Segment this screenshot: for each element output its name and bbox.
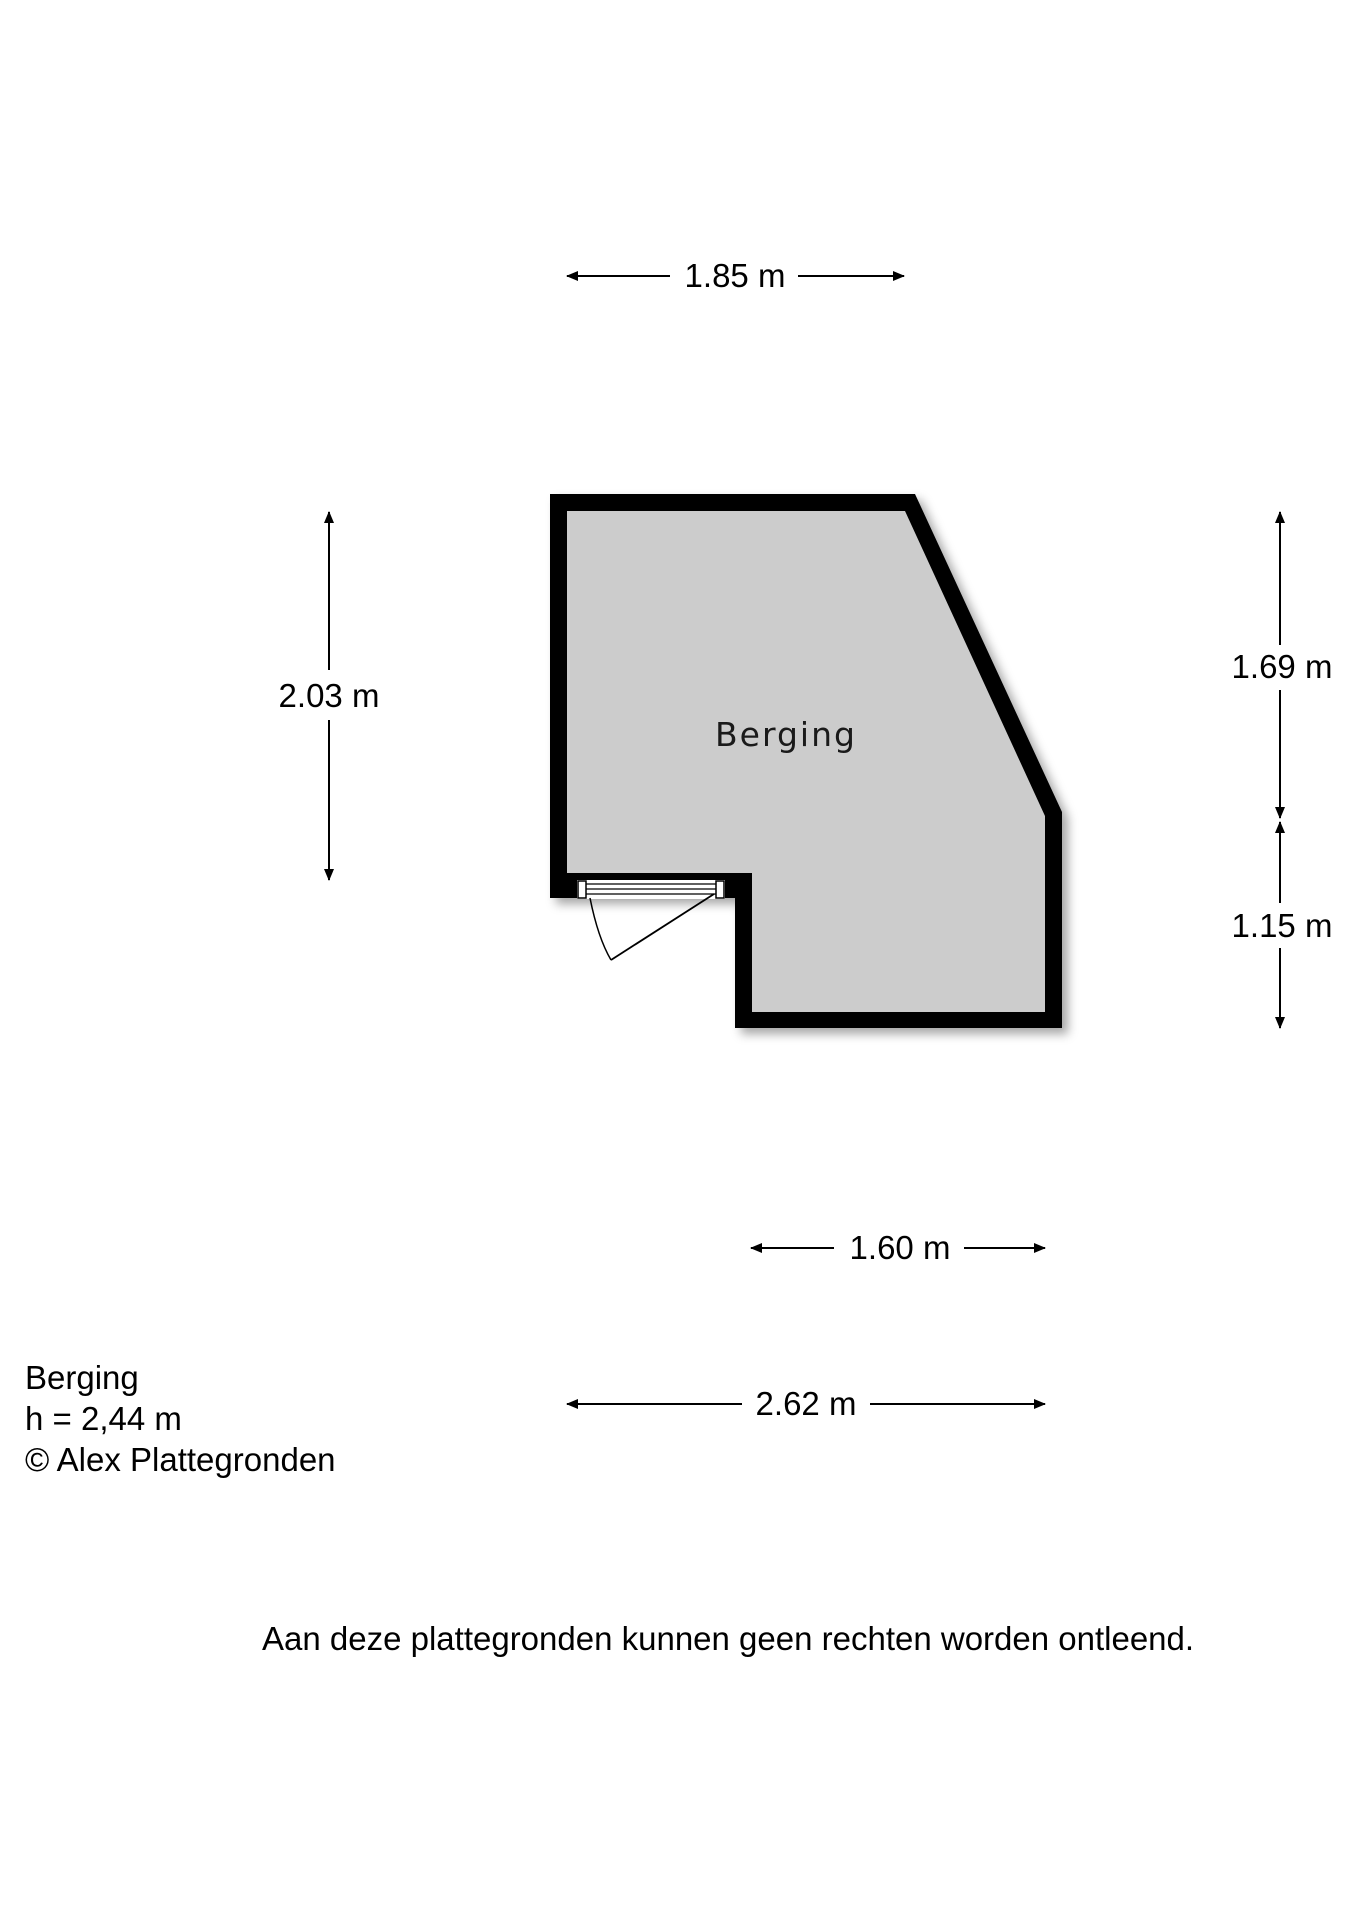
dimension-label-right-lower: 1.15 m xyxy=(1232,907,1333,944)
info-height: h = 2,44 m xyxy=(25,1400,182,1437)
info-block: Berging h = 2,44 m © Alex Plattegronden xyxy=(25,1357,336,1480)
dimension-left-height: 2.03 m xyxy=(279,511,380,881)
dimension-top-width: 1.85 m xyxy=(566,257,905,294)
dimension-right-lower-height: 1.15 m xyxy=(1232,821,1333,1029)
door xyxy=(577,880,725,961)
dimension-label-right-upper: 1.69 m xyxy=(1232,648,1333,685)
door-leaf xyxy=(610,893,715,961)
disclaimer: Aan deze plattegronden kunnen geen recht… xyxy=(262,1620,1195,1657)
room-floor xyxy=(567,511,1045,1012)
dimension-label-top: 1.85 m xyxy=(685,257,786,294)
info-room-name: Berging xyxy=(25,1359,139,1396)
dimension-bottom-total-width: 2.62 m xyxy=(566,1385,1046,1422)
dimension-right-upper-height: 1.69 m xyxy=(1232,511,1333,819)
room-label: Berging xyxy=(715,715,857,754)
door-swing-arc xyxy=(589,897,612,961)
info-copyright: © Alex Plattegronden xyxy=(25,1441,336,1478)
dimension-label-bottom-inner: 1.60 m xyxy=(850,1229,951,1266)
dimension-bottom-inner-width: 1.60 m xyxy=(750,1229,1046,1266)
dimension-label-bottom-total: 2.62 m xyxy=(756,1385,857,1422)
dimension-label-left: 2.03 m xyxy=(279,677,380,714)
